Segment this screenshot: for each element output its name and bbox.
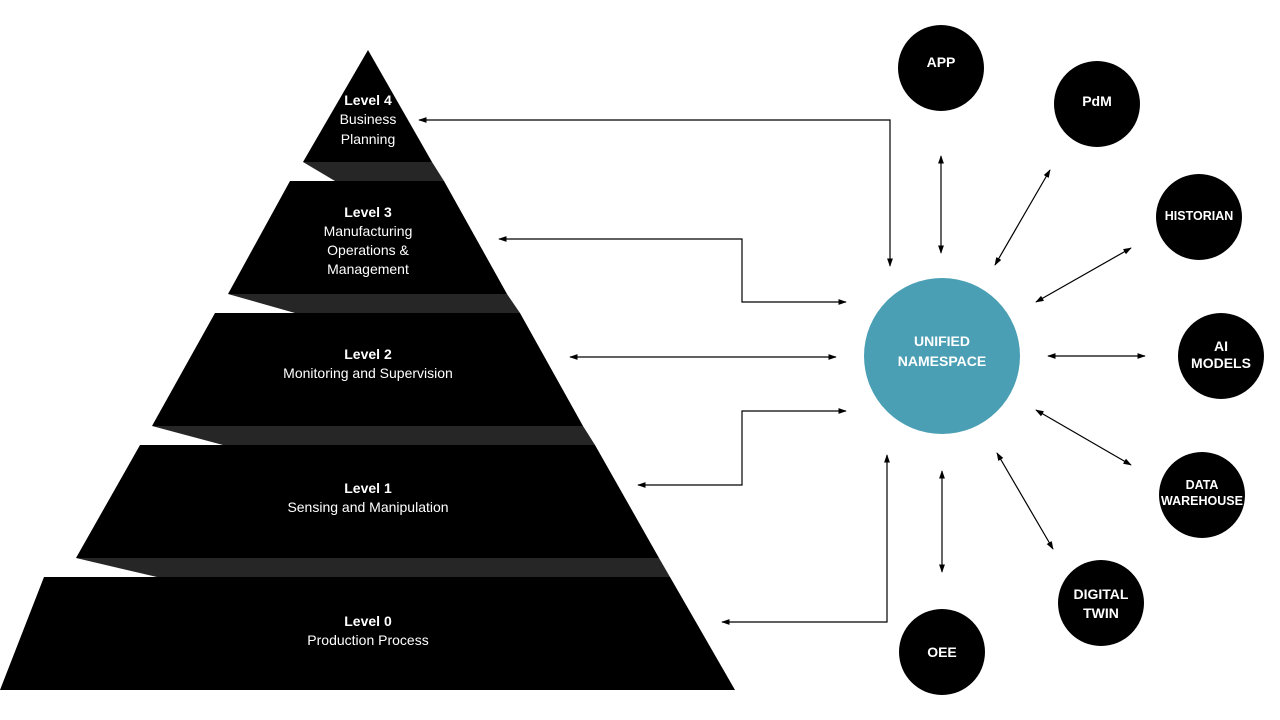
level-4-label: Level 4 Business Planning [340, 92, 397, 147]
hub-node-connectors [938, 155, 1146, 573]
node-circle[interactable] [1159, 452, 1245, 538]
arrow-level3-uns [498, 236, 847, 305]
level-desc: Business [340, 111, 397, 127]
level-desc: Operations & [327, 242, 409, 258]
arrow-uns-digital-twin [996, 452, 1054, 550]
level-desc: Monitoring and Supervision [283, 365, 453, 381]
connector-2-1 [152, 426, 595, 445]
node-circle[interactable] [1156, 174, 1242, 260]
level-desc: Management [327, 261, 409, 277]
arrow-level0-uns [721, 454, 890, 625]
level-title: Level 0 [344, 613, 392, 629]
node-label: AI [1214, 338, 1228, 354]
node-circle[interactable] [899, 609, 985, 695]
level-desc: Production Process [307, 632, 428, 648]
connector-1-0 [76, 558, 670, 577]
node-label: DIGITAL [1074, 586, 1129, 602]
node-label: HISTORIAN [1165, 209, 1234, 223]
arrow-level4-uns [418, 117, 893, 267]
node-circle[interactable] [1054, 61, 1140, 147]
pyramid-connectors [76, 162, 670, 577]
unified-namespace-hub[interactable]: UNIFIED NAMESPACE [864, 278, 1020, 434]
level-3-label: Level 3 Manufacturing Operations & Manag… [324, 204, 413, 277]
node-label: APP [927, 54, 956, 70]
node-digital-twin[interactable]: DIGITAL TWIN [1058, 560, 1144, 646]
level-0-shape[interactable] [0, 577, 735, 690]
node-label: MODELS [1191, 355, 1251, 371]
node-oee[interactable]: OEE [899, 609, 985, 695]
node-label: PdM [1082, 93, 1112, 109]
hub-circle[interactable] [864, 278, 1020, 434]
node-circle[interactable] [1178, 313, 1264, 399]
level-4-shape[interactable] [303, 50, 432, 162]
node-circle[interactable] [1058, 560, 1144, 646]
level-desc: Manufacturing [324, 223, 413, 239]
level-1-label: Level 1 Sensing and Manipulation [287, 480, 448, 515]
node-label: DATA [1186, 478, 1219, 492]
node-app[interactable]: APP [898, 25, 984, 111]
level-0-label: Level 0 Production Process [307, 613, 428, 648]
arrow-uns-data-warehouse [1035, 409, 1132, 466]
hub-label-line2: NAMESPACE [898, 353, 986, 369]
pyramid-hub-connectors [418, 117, 893, 625]
node-data-warehouse[interactable]: DATA WAREHOUSE [1159, 452, 1245, 538]
connector-3-2 [228, 294, 520, 313]
node-label: OEE [927, 644, 957, 660]
level-desc: Sensing and Manipulation [287, 499, 448, 515]
node-label: WAREHOUSE [1161, 494, 1243, 508]
node-label: TWIN [1083, 605, 1119, 621]
level-title: Level 2 [344, 346, 392, 362]
arrow-uns-historian [1035, 247, 1132, 303]
level-2-label: Level 2 Monitoring and Supervision [283, 346, 453, 381]
level-title: Level 1 [344, 480, 392, 496]
node-historian[interactable]: HISTORIAN [1156, 174, 1242, 260]
connector-4-3 [303, 162, 444, 181]
node-pdm[interactable]: PdM [1054, 61, 1140, 147]
arrow-level1-uns [637, 408, 847, 488]
arrow-uns-pdm [994, 169, 1051, 266]
level-title: Level 3 [344, 204, 392, 220]
level-1-shape[interactable] [76, 445, 659, 558]
hub-label-line1: UNIFIED [914, 333, 970, 349]
node-circle[interactable] [898, 25, 984, 111]
level-2-shape[interactable] [152, 313, 583, 426]
pyramid [0, 50, 735, 690]
level-title: Level 4 [344, 92, 392, 108]
node-ai-models[interactable]: AI MODELS [1178, 313, 1264, 399]
level-desc: Planning [341, 131, 396, 147]
